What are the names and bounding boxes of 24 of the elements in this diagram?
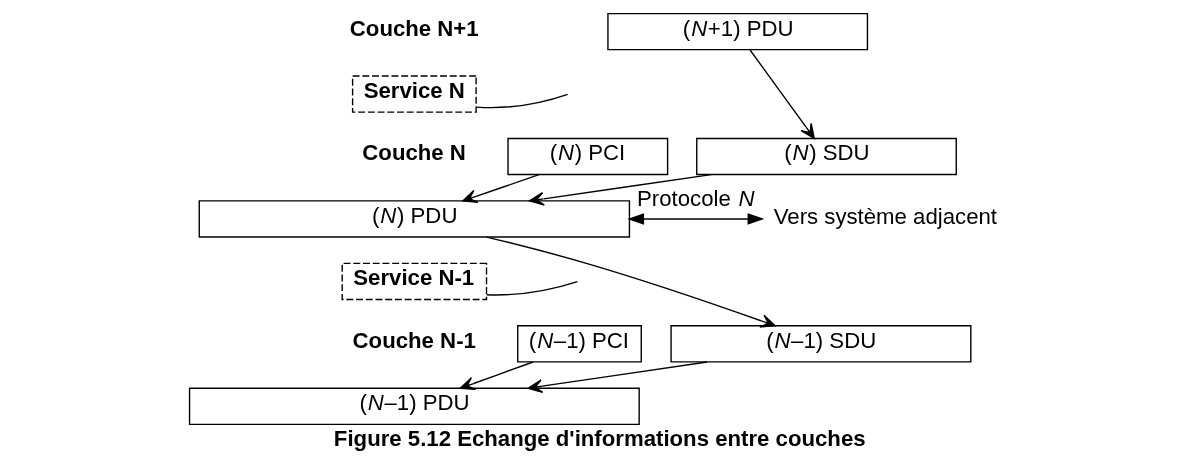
node-box: (N–1) PDU — [188, 387, 640, 426]
node-box: (N–1) SDU — [670, 325, 972, 363]
connector — [485, 280, 579, 296]
node-text: Vers système adjacent — [773, 204, 997, 230]
connector — [475, 93, 569, 109]
arrow — [462, 174, 540, 203]
arrow — [529, 173, 712, 206]
edge-label: Protocole N — [637, 186, 755, 212]
node-box: (N) SDU — [696, 137, 957, 176]
node-box: Service N — [351, 75, 477, 113]
node-box: (N+1) PDU — [607, 12, 869, 51]
node-box: (N–1) PCI — [517, 325, 642, 363]
node-box: (N) PCI — [507, 137, 669, 176]
arrow — [459, 361, 534, 391]
label: Couche N — [362, 140, 466, 166]
arrow — [749, 49, 815, 139]
caption: Figure 5.12 Echange d'informations entre couches — [333, 426, 866, 452]
arrow — [527, 361, 708, 394]
arrow — [486, 236, 776, 328]
arrow — [627, 213, 765, 225]
node-box: (N) PDU — [198, 200, 631, 238]
node-box: Service N-1 — [341, 262, 488, 301]
label: Couche N+1 — [349, 15, 479, 41]
label: Couche N-1 — [352, 327, 476, 353]
